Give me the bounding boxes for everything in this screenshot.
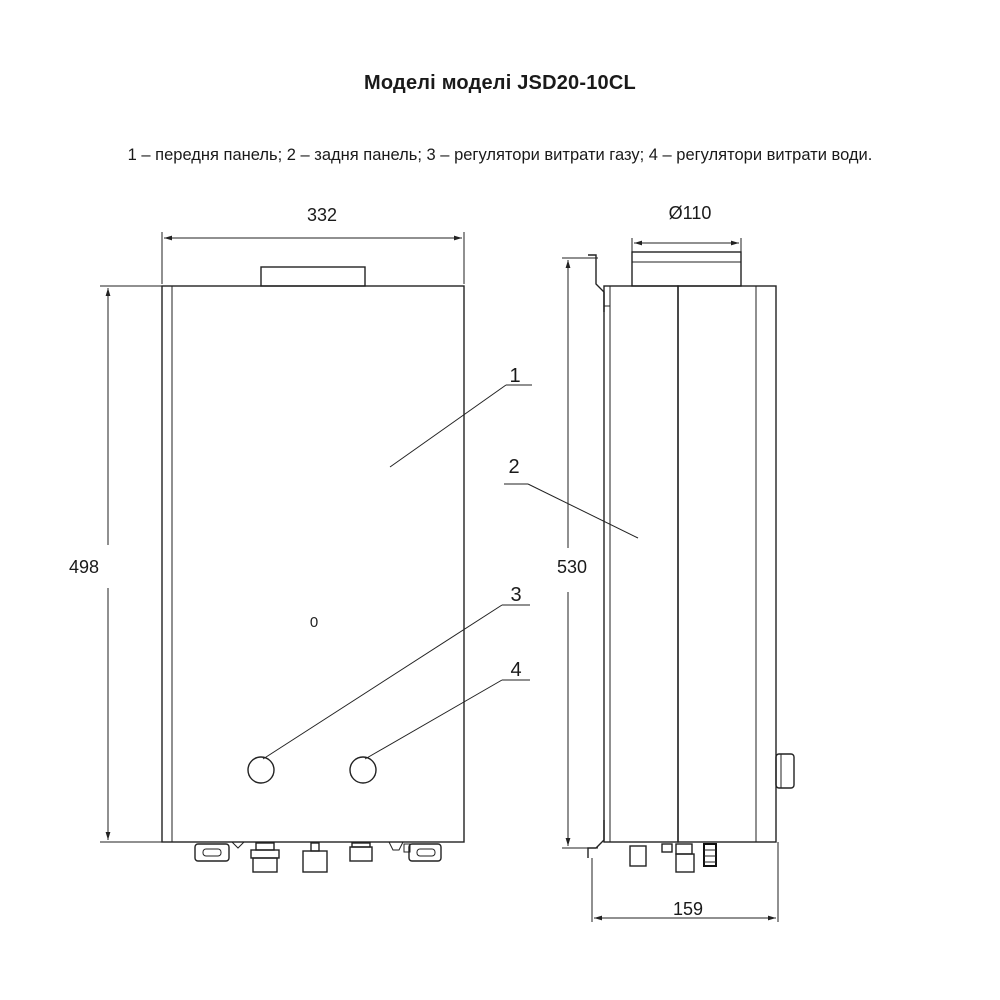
side-view: Ø110 530 2 <box>504 203 795 922</box>
gas-inlet-nut <box>255 842 275 851</box>
gas-inlet-pipe <box>252 857 278 873</box>
front-casing-side <box>677 285 777 843</box>
callout-2-label: 2 <box>508 456 519 478</box>
callout-4-label: 4 <box>510 659 521 681</box>
water-inlet-neck <box>310 842 320 852</box>
callout-4-leader <box>364 679 503 760</box>
small-fitting-c <box>403 843 411 853</box>
gas-regulator-knob <box>247 756 275 784</box>
gas-inlet-hex <box>250 849 280 859</box>
front-view: 332 498 0 1 3 4 <box>69 205 532 873</box>
small-fitting-b <box>388 841 404 851</box>
side-bottom-fittings <box>629 843 717 873</box>
callout-3-leader <box>262 604 503 760</box>
side-fitting-e <box>703 843 717 867</box>
depth-label: 159 <box>673 899 703 919</box>
indicator-window: 0 <box>310 614 318 631</box>
water-inlet-pipe <box>302 850 328 873</box>
water-regulator-knob <box>349 756 377 784</box>
width-dimension-label: 332 <box>307 205 337 225</box>
flue-collar-side <box>631 251 742 287</box>
side-fitting-b <box>661 843 673 853</box>
flue-collar-front <box>260 266 366 287</box>
diagram-title: Моделі моделі JSD20-10CL <box>364 72 636 94</box>
side-fitting-d <box>675 853 695 873</box>
front-bottom-fittings <box>194 841 442 873</box>
callout-3-label: 3 <box>510 584 521 606</box>
callout-1-leader <box>389 384 507 468</box>
knob-side <box>775 753 795 789</box>
wall-bracket-bottom <box>587 820 605 858</box>
bracket-slot-right <box>416 848 436 857</box>
callout-1-label: 1 <box>509 365 520 387</box>
hot-water-outlet <box>349 846 373 862</box>
front-panel <box>161 285 465 843</box>
callout-2-leader <box>527 483 639 539</box>
mount-bracket-left <box>194 843 230 862</box>
wall-bracket-top <box>588 254 605 312</box>
mount-bracket-right <box>408 843 442 862</box>
bracket-slot-left <box>202 848 222 857</box>
legend-caption: 1 – передня панель; 2 – задня панель; 3 … <box>127 146 873 164</box>
side-fitting-a <box>629 845 647 867</box>
height-front-label: 498 <box>69 557 99 577</box>
small-fitting-a <box>231 841 245 849</box>
side-fitting-c <box>675 843 693 855</box>
back-panel <box>603 285 679 843</box>
height-side-label: 530 <box>557 557 587 577</box>
flue-diameter-label: Ø110 <box>669 203 712 223</box>
